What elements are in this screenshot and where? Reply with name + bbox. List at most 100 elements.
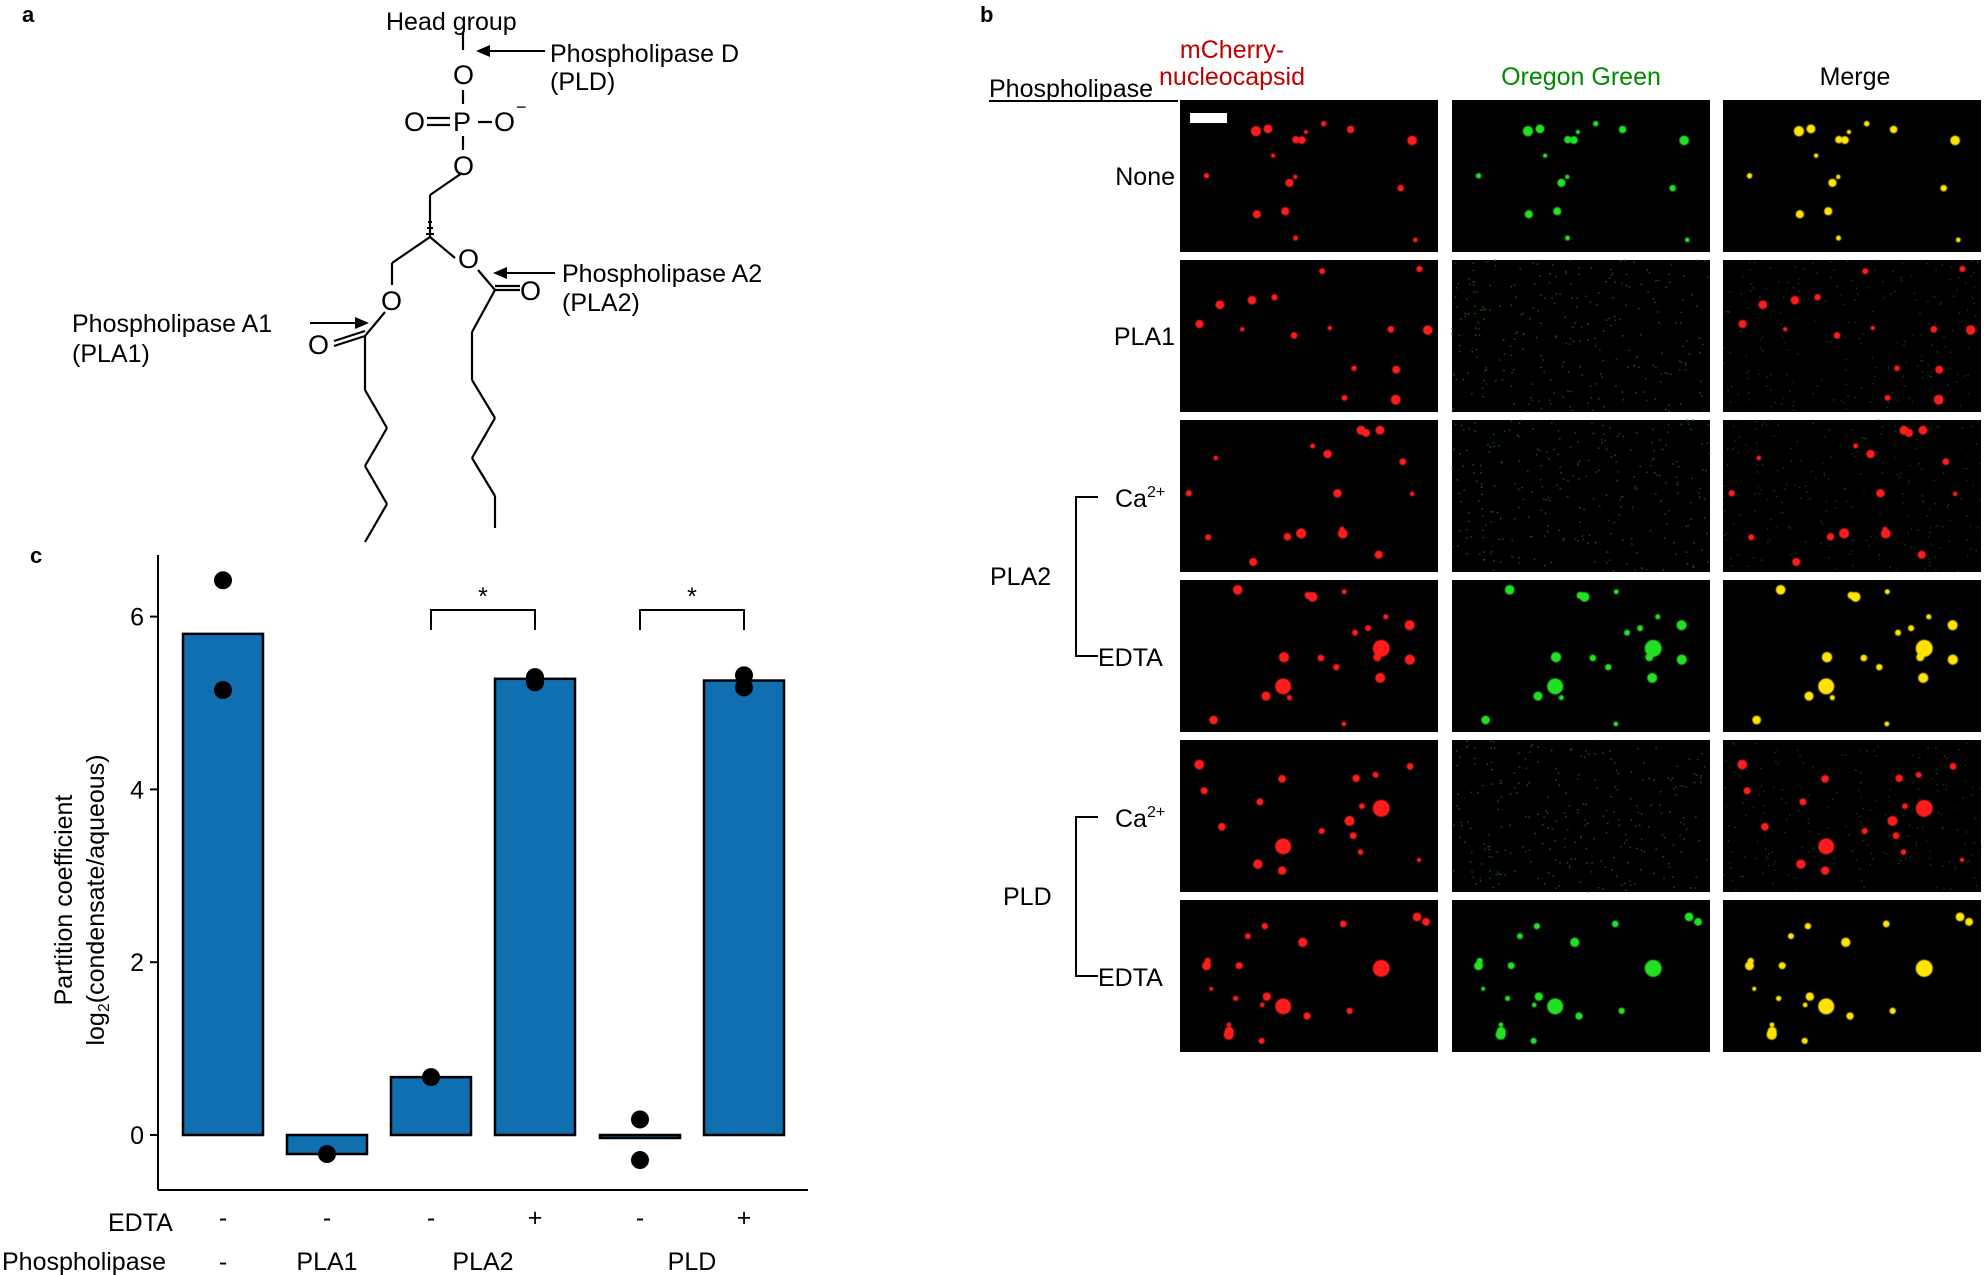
phospholipase-header: Phospholipase [989,75,1153,103]
y-tick-label: 2 [130,949,144,977]
bracket-pld [1075,816,1098,977]
bar-pla2-edta-plus [493,677,577,1137]
column-header-merge: Merge [1820,63,1891,91]
y-tick-label: 6 [130,604,144,632]
pla1-abbr: (PLA1) [72,340,150,368]
bar-pld-edta-minus [598,1133,682,1140]
micrograph-pld-ca-oregon-green [1452,739,1710,893]
head-group-label: Head group [386,8,517,36]
column-header-mcherry-line2: nucleocapsid [1159,63,1305,91]
data-point [214,571,232,590]
bar-none-edta-minus [181,632,265,1137]
micrograph-pld-ca-mcherry [1180,740,1438,892]
panel-label-c: c [30,543,42,568]
data-point [735,678,753,697]
stereo-bond [426,215,434,235]
group-label-pla2: PLA2 [990,563,1051,591]
micrograph-pla1-oregon-green [1451,259,1710,413]
micrograph-pla2-ca-oregon-green [1451,419,1711,572]
atom-o: O [381,286,402,316]
atom-p: P [453,107,471,137]
micrograph-grid [1180,100,1982,1052]
lipid-skeleton [333,33,520,543]
micrograph-none-mcherry [1180,100,1438,252]
micrograph-pla2-edta-mcherry [1180,580,1438,732]
pld-arrowhead [476,45,490,57]
micrograph-pla2-edta-merge [1723,580,1981,732]
micrograph-pla1-mcherry [1180,260,1438,412]
atom-o: O [453,151,474,181]
bracket-pla2 [1075,496,1098,657]
atom-o: O [308,330,329,360]
y-tick-label: 0 [130,1122,144,1150]
micrograph-pla2-ca-mcherry [1180,420,1438,572]
bar-pld-edta-plus [702,679,786,1137]
edta-row-label: EDTA [108,1209,173,1237]
micrograph-pld-edta-oregon-green [1452,900,1710,1052]
row-label-edta-pla2: EDTA [1098,644,1163,672]
y-axis-label-line1: Partition coefficient [50,795,78,1006]
micrograph-none-merge [1723,100,1981,252]
edta-sign: - [219,1204,227,1232]
row-label-edta-pld: EDTA [1098,964,1163,992]
row-label-none: None [1115,163,1175,191]
data-point [631,1151,649,1170]
pla2-arrowhead [493,267,507,279]
group-label: - [219,1248,227,1275]
panel-b: b Phospholipase mCherry- nucleocapsid Or… [980,2,1982,1052]
atom-o: O [520,276,541,306]
group-label: PLA2 [452,1248,513,1275]
group-label-pld: PLD [1003,883,1052,911]
y-tick-label: 4 [130,776,144,804]
column-header-mcherry-line1: mCherry- [1180,36,1284,64]
minus-charge: − [516,97,527,117]
significance-star: * [687,583,697,611]
row-label-ca-pla2: Ca2+ [1115,484,1165,513]
micrograph-pla2-edta-oregon-green [1452,580,1710,732]
row-label-ca-pld: Ca2+ [1115,804,1165,833]
micrograph-pld-ca-merge [1723,740,1982,892]
group-label: PLA1 [296,1248,357,1275]
data-point [526,673,544,692]
atom-o: O [458,244,479,274]
micrograph-pla1-merge [1723,259,1981,412]
edta-sign: + [737,1204,752,1232]
atom-o: O [404,107,425,137]
significance-bracket [430,609,536,630]
panel-label-a: a [22,2,35,27]
row-label-pla1: PLA1 [1114,323,1175,351]
panel-c: c 0 2 4 6 - - - + - + - PLA1 PLA2 PLD * * Partition coe… [2,543,808,1275]
bar-chart: 0 2 4 6 - - - + - + - PLA1 PLA2 PLD * * [130,555,808,1275]
edta-sign: - [323,1204,331,1232]
pla2-name: Phospholipase A2 [562,260,762,288]
edta-sign: - [636,1204,644,1232]
bar-pla2-edta-minus [389,1075,473,1137]
data-point [318,1145,336,1164]
panel-label-b: b [980,2,993,27]
atom-o: O [453,60,474,90]
pld-name: Phospholipase D [550,40,739,68]
micrograph-pld-edta-merge [1723,900,1981,1052]
edta-sign: - [427,1204,435,1232]
significance-star: * [478,583,488,611]
pla2-abbr: (PLA2) [562,289,640,317]
significance-bracket [639,609,745,630]
micrograph-pld-edta-mcherry [1180,900,1438,1052]
micrograph-none-oregon-green [1452,100,1710,252]
y-axis-label-line2: log2(condensate/aqueous) [82,754,113,1045]
pld-abbr: (PLD) [550,68,615,96]
scale-bar [1190,113,1227,123]
phospholipase-row-label: Phospholipase [2,1248,166,1275]
column-header-oregon-green: Oregon Green [1501,63,1661,91]
atom-labels: O P O O − O O O O O [308,60,541,360]
data-point [422,1068,440,1087]
data-point [631,1110,649,1129]
edta-sign: + [528,1204,543,1232]
pla1-arrowhead [355,317,369,329]
atom-o: O [494,107,515,137]
group-label: PLD [668,1248,717,1275]
data-point [214,681,232,700]
panel-a: a [22,2,762,543]
pla1-name: Phospholipase A1 [72,310,272,338]
